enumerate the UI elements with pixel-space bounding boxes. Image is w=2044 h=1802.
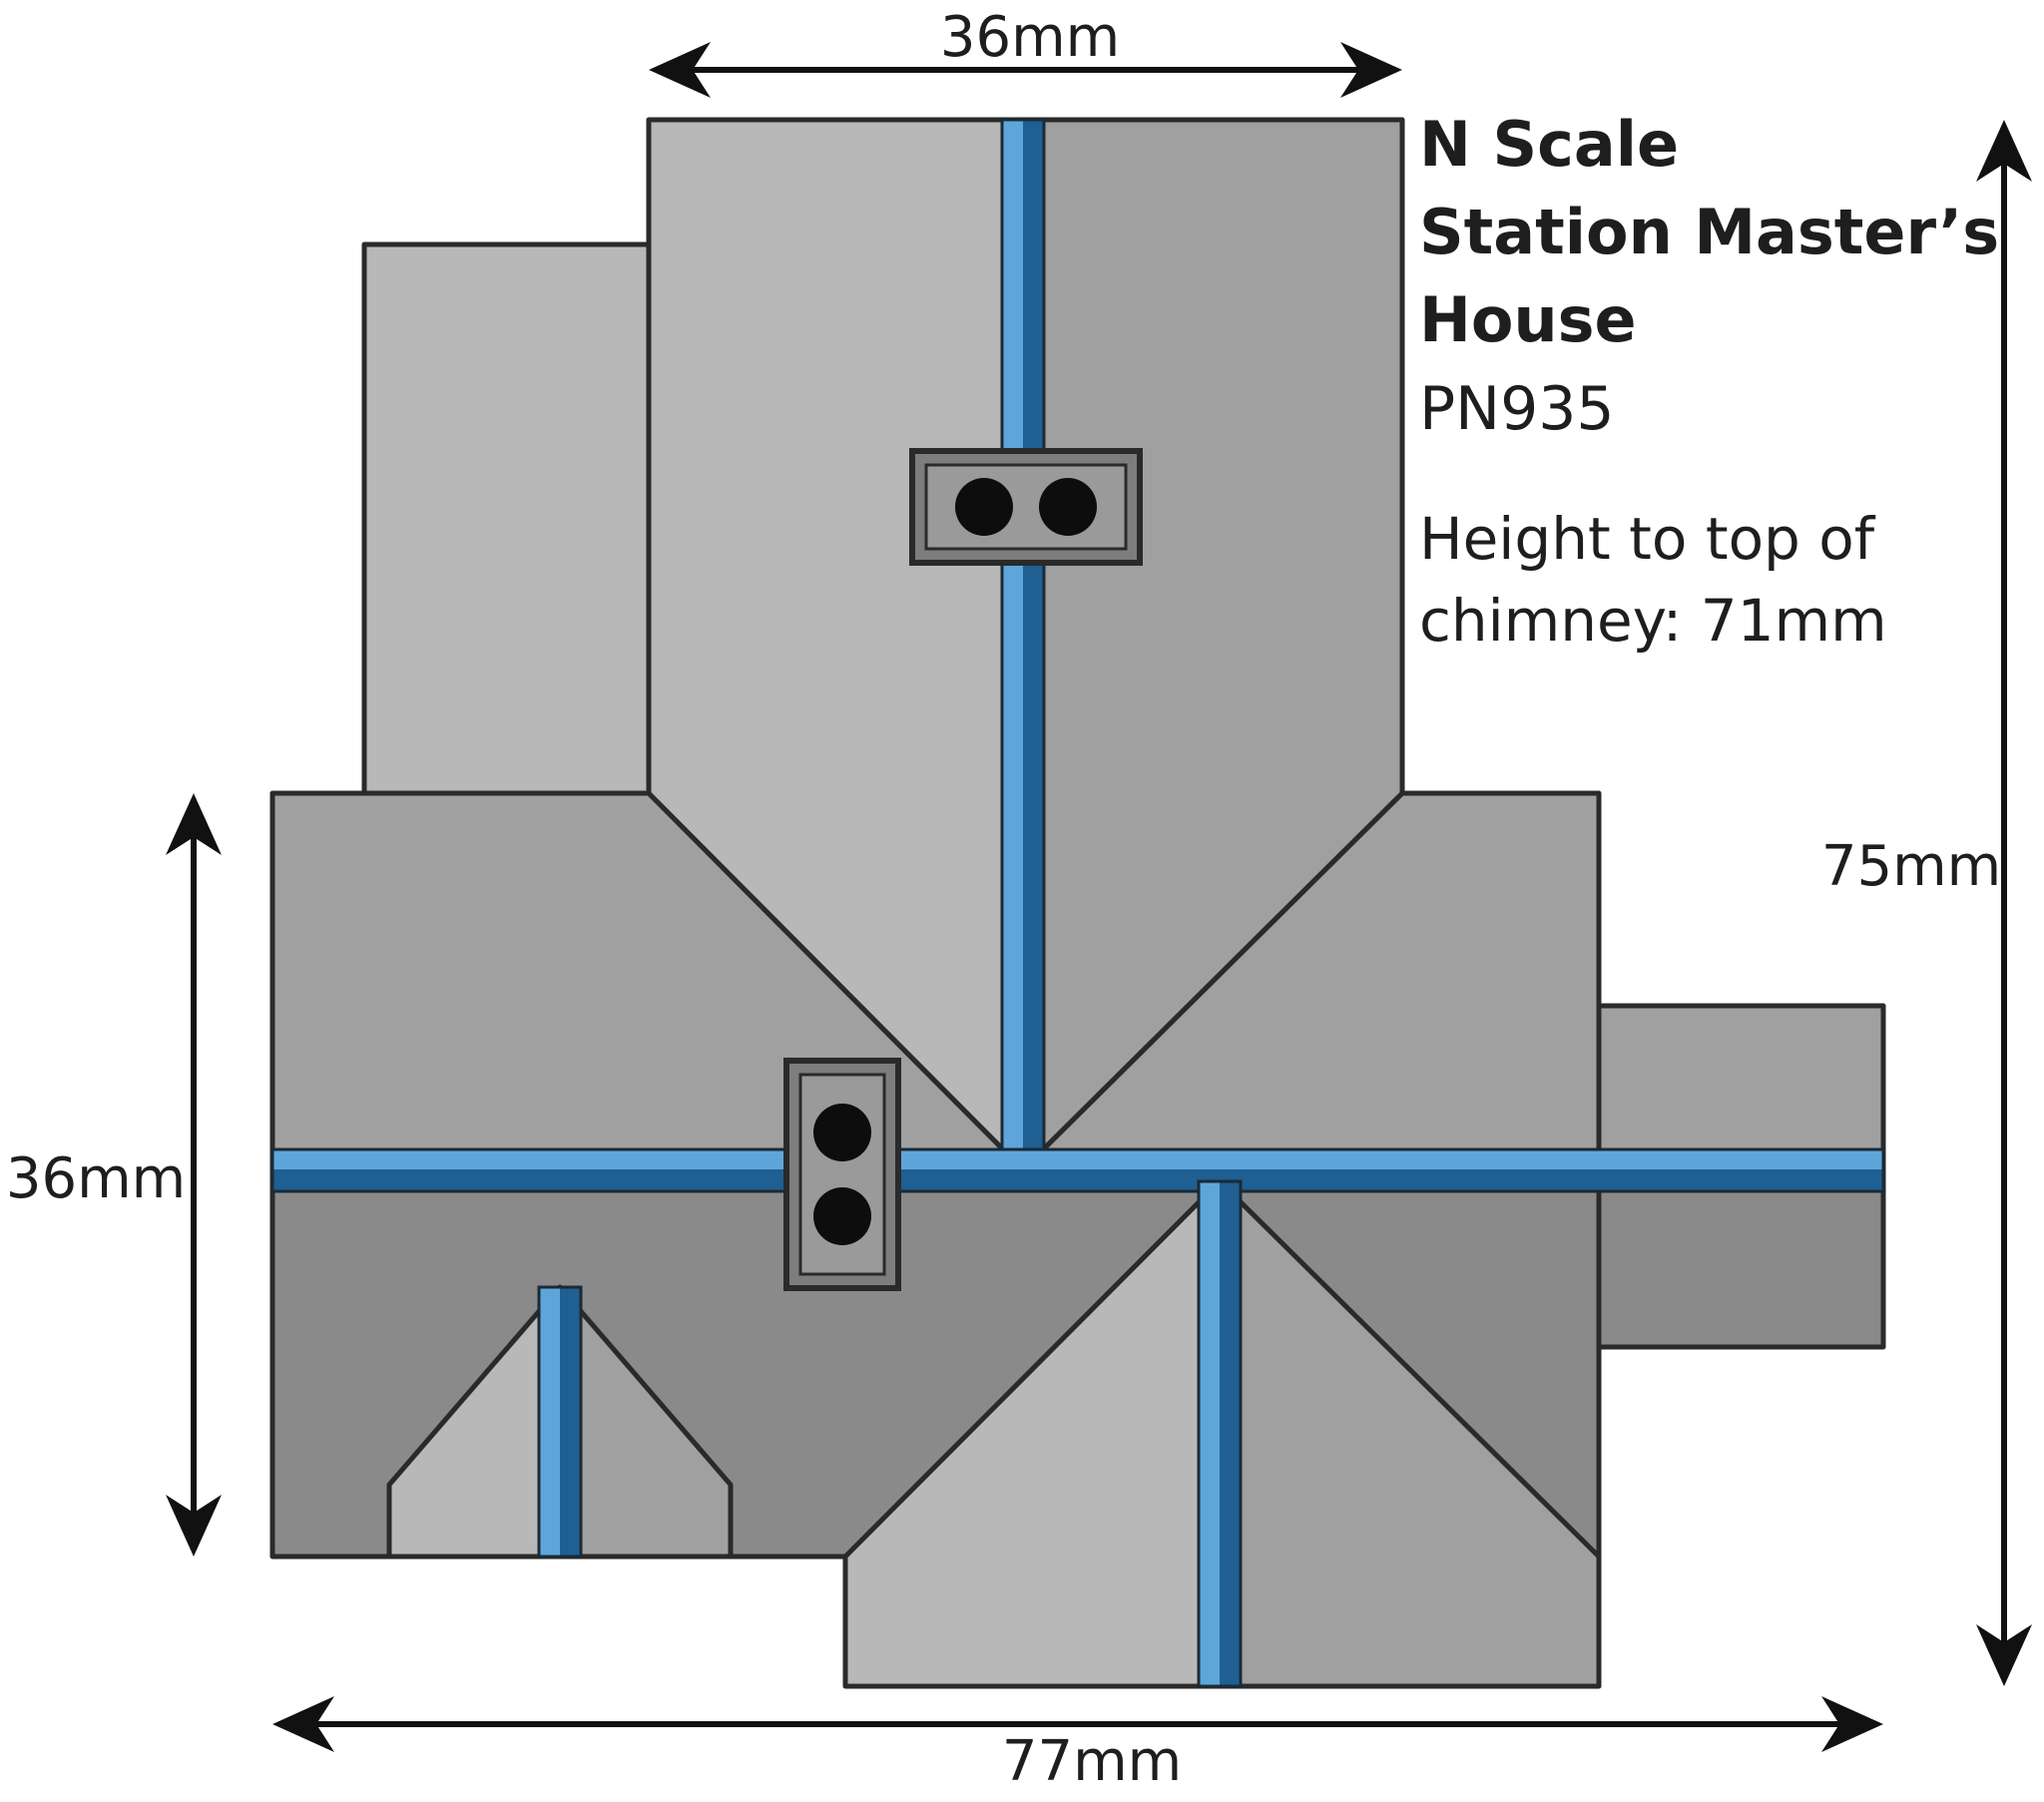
upper-chimney (909, 448, 1143, 566)
product-code: PN935 (1419, 374, 1615, 444)
top-width-dimension (649, 42, 1402, 98)
main-horizontal-ridge (270, 1147, 1885, 1193)
note-line-2: chimney: 71mm (1419, 587, 1887, 655)
rear-left-roof-panel (361, 241, 652, 796)
dormer-ridge (537, 1285, 583, 1559)
title-line-1: N Scale (1419, 108, 1679, 181)
left-height-dimension (166, 793, 222, 1557)
bottom-width-label: 77mm (1002, 1729, 1182, 1794)
bottom-width-dimension (272, 1696, 1883, 1752)
right-height-dimension (1976, 120, 2032, 1686)
rear-gable-ridge (1000, 118, 1046, 1171)
title-line-3: House (1419, 283, 1637, 356)
right-height-label: 75mm (1821, 834, 2001, 899)
note-line-1: Height to top of (1419, 505, 1876, 573)
lower-chimney (783, 1058, 901, 1291)
title-line-2: Station Master’s (1419, 196, 1999, 268)
top-width-label: 36mm (940, 5, 1120, 70)
front-gable-ridge (1197, 1179, 1243, 1688)
left-height-label: 36mm (6, 1146, 186, 1211)
right-annex-lower-roof (1596, 1180, 1886, 1350)
